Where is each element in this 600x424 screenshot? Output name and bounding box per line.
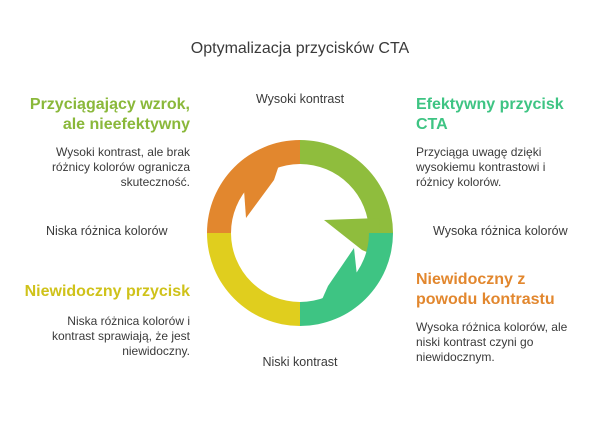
quadrant-top-right-title-line: Efektywny przycisk [416, 96, 564, 113]
quadrant-bottom-left-title: Niewidoczny przycisk [0, 282, 190, 302]
cycle-segment-top-right [300, 140, 393, 258]
quadrant-top-left-title-line: ale nieefektywny [62, 116, 190, 133]
cycle-segment-bottom-right [300, 233, 393, 326]
quadrant-top-left: Przyciągający wzrok, ale nieefektywny Wy… [0, 95, 190, 190]
cycle-segment-top-left [207, 140, 300, 233]
quadrant-bottom-right-desc-line: niski kontrast czyni go [416, 335, 534, 349]
quadrant-top-left-desc-line: Wysoki kontrast, ale brak [56, 145, 190, 159]
quadrant-top-left-desc-line: różnicy kolorów ogranicza [51, 160, 190, 174]
quadrant-top-left-title-line: Przyciągający wzrok, [29, 96, 190, 113]
quadrant-top-right: Efektywny przycisk CTA Przyciąga uwagę d… [416, 95, 600, 190]
quadrant-bottom-right-title-line: Niewidoczny z [416, 271, 526, 288]
axis-label-right: Wysoka różnica kolorów [433, 224, 568, 238]
quadrant-top-left-title: Przyciągający wzrok, ale nieefektywny [0, 95, 190, 135]
quadrant-bottom-right: Niewidoczny z powodu kontrastu Wysoka ró… [416, 270, 600, 365]
cycle-segment-bottom-left [207, 233, 300, 326]
quadrant-bottom-left-desc-line: Niska różnica kolorów i [67, 314, 190, 328]
quadrant-bottom-right-title: Niewidoczny z powodu kontrastu [416, 270, 600, 310]
axis-label-left: Niska różnica kolorów [46, 224, 168, 238]
quadrant-top-right-desc-line: różnicy kolorów. [416, 175, 502, 189]
quadrant-top-right-desc: Przyciąga uwagę dzięki wysokiemu kontras… [416, 145, 600, 190]
quadrant-top-left-desc: Wysoki kontrast, ale brak różnicy koloró… [0, 145, 190, 190]
quadrant-bottom-right-desc: Wysoka różnica kolorów, ale niski kontra… [416, 320, 600, 365]
quadrant-bottom-right-desc-line: niewidocznym. [416, 350, 495, 364]
quadrant-bottom-right-title-line: powodu kontrastu [416, 291, 555, 308]
quadrant-top-right-title-line: CTA [416, 116, 448, 133]
quadrant-top-right-title: Efektywny przycisk CTA [416, 95, 600, 135]
diagram-title: Optymalizacja przycisków CTA [190, 40, 410, 57]
axis-label-top: Wysoki kontrast [255, 92, 345, 106]
quadrant-bottom-left-title-line: Niewidoczny przycisk [24, 283, 190, 300]
quadrant-top-right-desc-line: Przyciąga uwagę dzięki [416, 145, 542, 159]
cycle-diagram [207, 140, 393, 326]
segment-top-right-arrowhead [324, 218, 381, 258]
quadrant-bottom-left: Niewidoczny przycisk Niska różnica kolor… [0, 282, 190, 359]
quadrant-bottom-left-desc-line: niewidoczny. [122, 344, 190, 358]
quadrant-bottom-left-desc-line: kontrast sprawiają, że jest [51, 329, 190, 343]
quadrant-bottom-left-desc: Niska różnica kolorów i kontrast sprawia… [0, 314, 190, 359]
segment-bottom-right-arrowhead [320, 248, 360, 304]
segment-bottom-left-arc [207, 233, 300, 326]
segment-top-right-arc [300, 140, 393, 233]
quadrant-bottom-right-desc-line: Wysoka różnica kolorów, ale [416, 320, 568, 334]
quadrant-top-left-desc-line: skuteczność. [120, 175, 190, 189]
axis-label-bottom: Niski kontrast [262, 355, 338, 369]
segment-top-left-arrowhead [242, 162, 280, 218]
quadrant-top-right-desc-line: wysokiemu kontrastowi i [416, 160, 546, 174]
